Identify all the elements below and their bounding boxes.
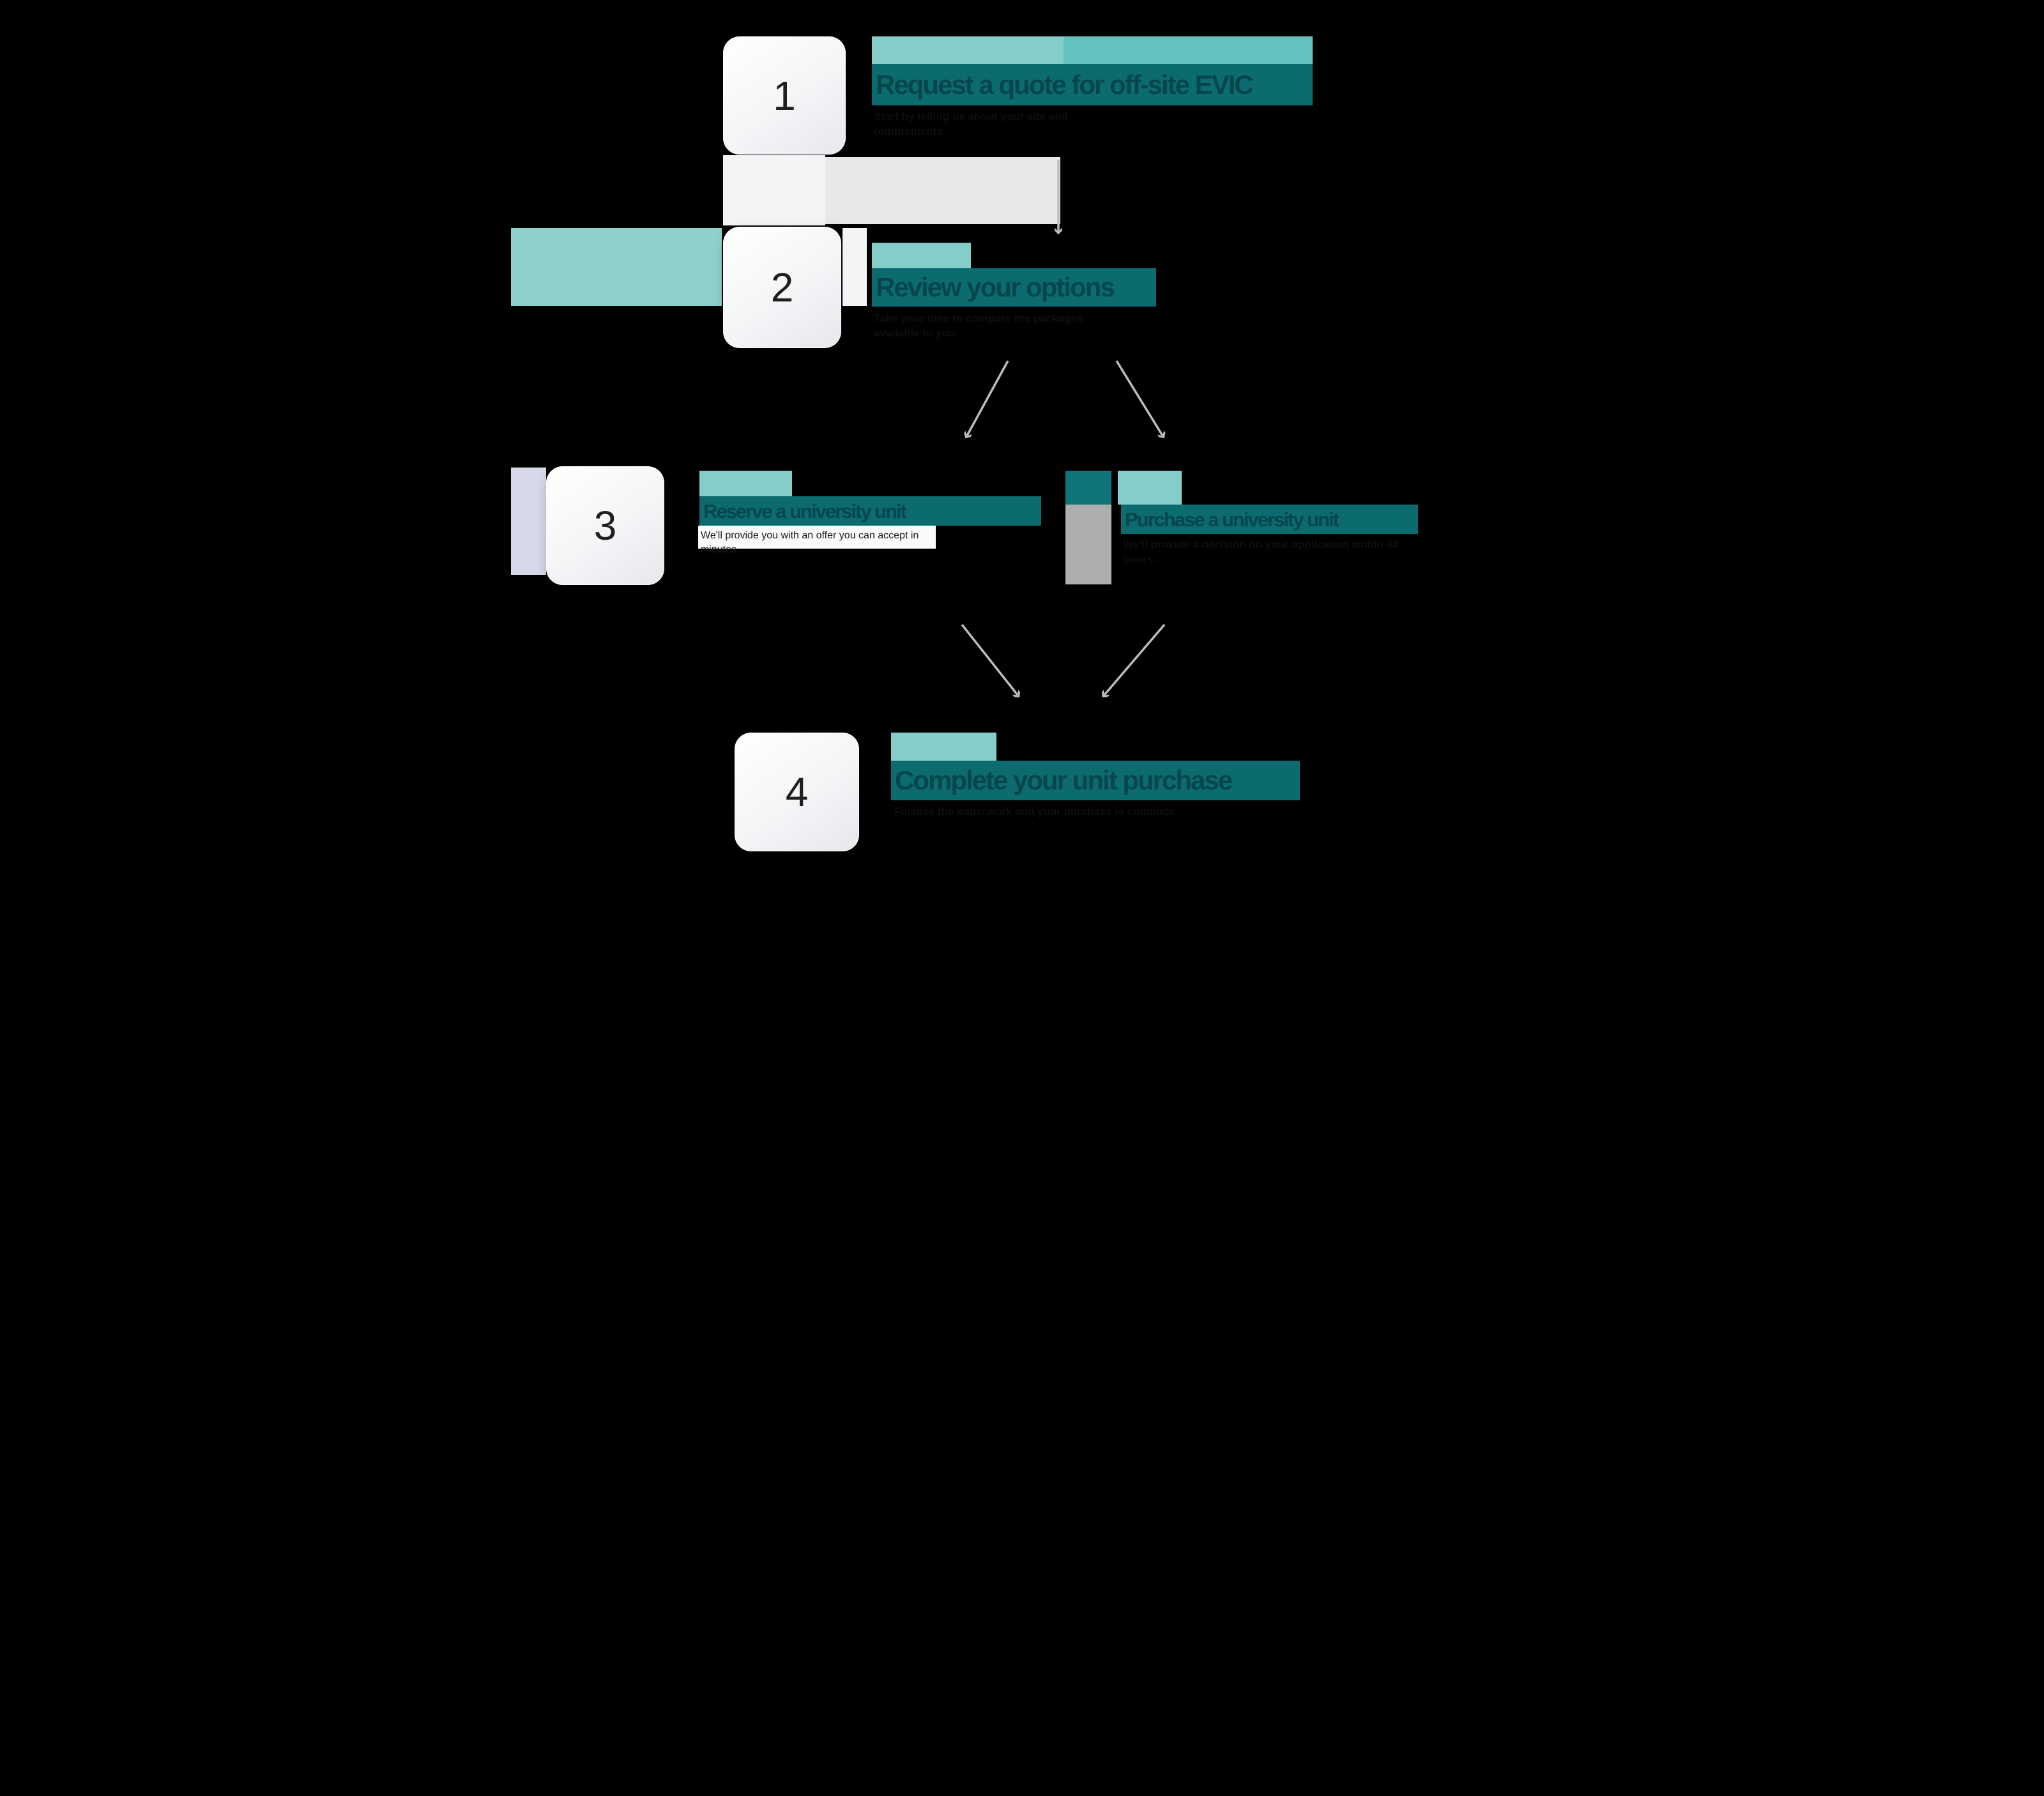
- step-3-left-title: Reserve a university unit: [703, 499, 907, 522]
- step-2-left-band: [511, 228, 722, 306]
- step-3-left-title-bar: Reserve a university unit: [699, 496, 1041, 526]
- step-1-number: 1: [773, 72, 796, 119]
- step-4-accent-bar: [891, 733, 996, 761]
- step-3-left-edge-band: [511, 468, 546, 575]
- step-2-connector-track: [843, 228, 867, 306]
- step-3-right-title-bar: Purchase a university unit: [1121, 505, 1418, 534]
- step-3-number: 3: [593, 503, 617, 549]
- step-1-description: Start by telling us about your site and …: [874, 110, 1069, 137]
- step-4-number: 4: [785, 769, 809, 815]
- step-3-right-title: Purchase a university unit: [1125, 508, 1339, 531]
- step-3-card: 3: [546, 466, 664, 585]
- step-3-right-description: We'll provide a decision on your applica…: [1123, 538, 1399, 565]
- step-3-left-description: We'll provide you with an offer you can …: [701, 530, 919, 555]
- step-2-accent-bar: [872, 243, 971, 268]
- step-1-title-bar: Request a quote for off-site EVIC: [872, 64, 1313, 105]
- step-3-divider-top: [1065, 471, 1111, 505]
- process-diagram: 1 Request a quote for off-site EVIC Star…: [511, 0, 1533, 898]
- step-4-title: Complete your unit purchase: [895, 765, 1233, 795]
- arrow-right-branch-to-step4-icon: [1104, 623, 1166, 695]
- step-3-left-accent-bar: [699, 471, 792, 496]
- step-4-title-bar: Complete your unit purchase: [891, 761, 1300, 800]
- arrow-step2-to-left-branch-icon: [967, 360, 1009, 436]
- step-2-title-bar: Review your options: [872, 268, 1156, 307]
- step-4-card: 4: [735, 733, 859, 851]
- step-1-title: Request a quote for off-site EVIC: [876, 69, 1254, 100]
- step-1-card: 1: [723, 36, 846, 155]
- step-2-number: 2: [770, 264, 794, 310]
- step-2-title: Review your options: [876, 272, 1115, 302]
- step-1-highlight-block: [825, 157, 1060, 224]
- step-1-accent-bar-right: [1064, 36, 1313, 64]
- arrow-step2-to-right-branch-icon: [1115, 360, 1163, 436]
- step-3-divider-bar: [1065, 505, 1111, 584]
- arrow-left-branch-to-step4-icon: [961, 623, 1018, 695]
- step-1-connector-track: [723, 155, 825, 225]
- step-2-card: 2: [723, 227, 841, 348]
- step-1-accent-bar-left: [872, 36, 1064, 64]
- step-2-description: Take your time to compare the packages a…: [874, 312, 1083, 339]
- step-4-description: Finalise the paperwork and your purchase…: [894, 805, 1178, 818]
- step-3-left-description-highlight: [698, 526, 936, 549]
- step-3-right-accent-bar: [1118, 471, 1182, 505]
